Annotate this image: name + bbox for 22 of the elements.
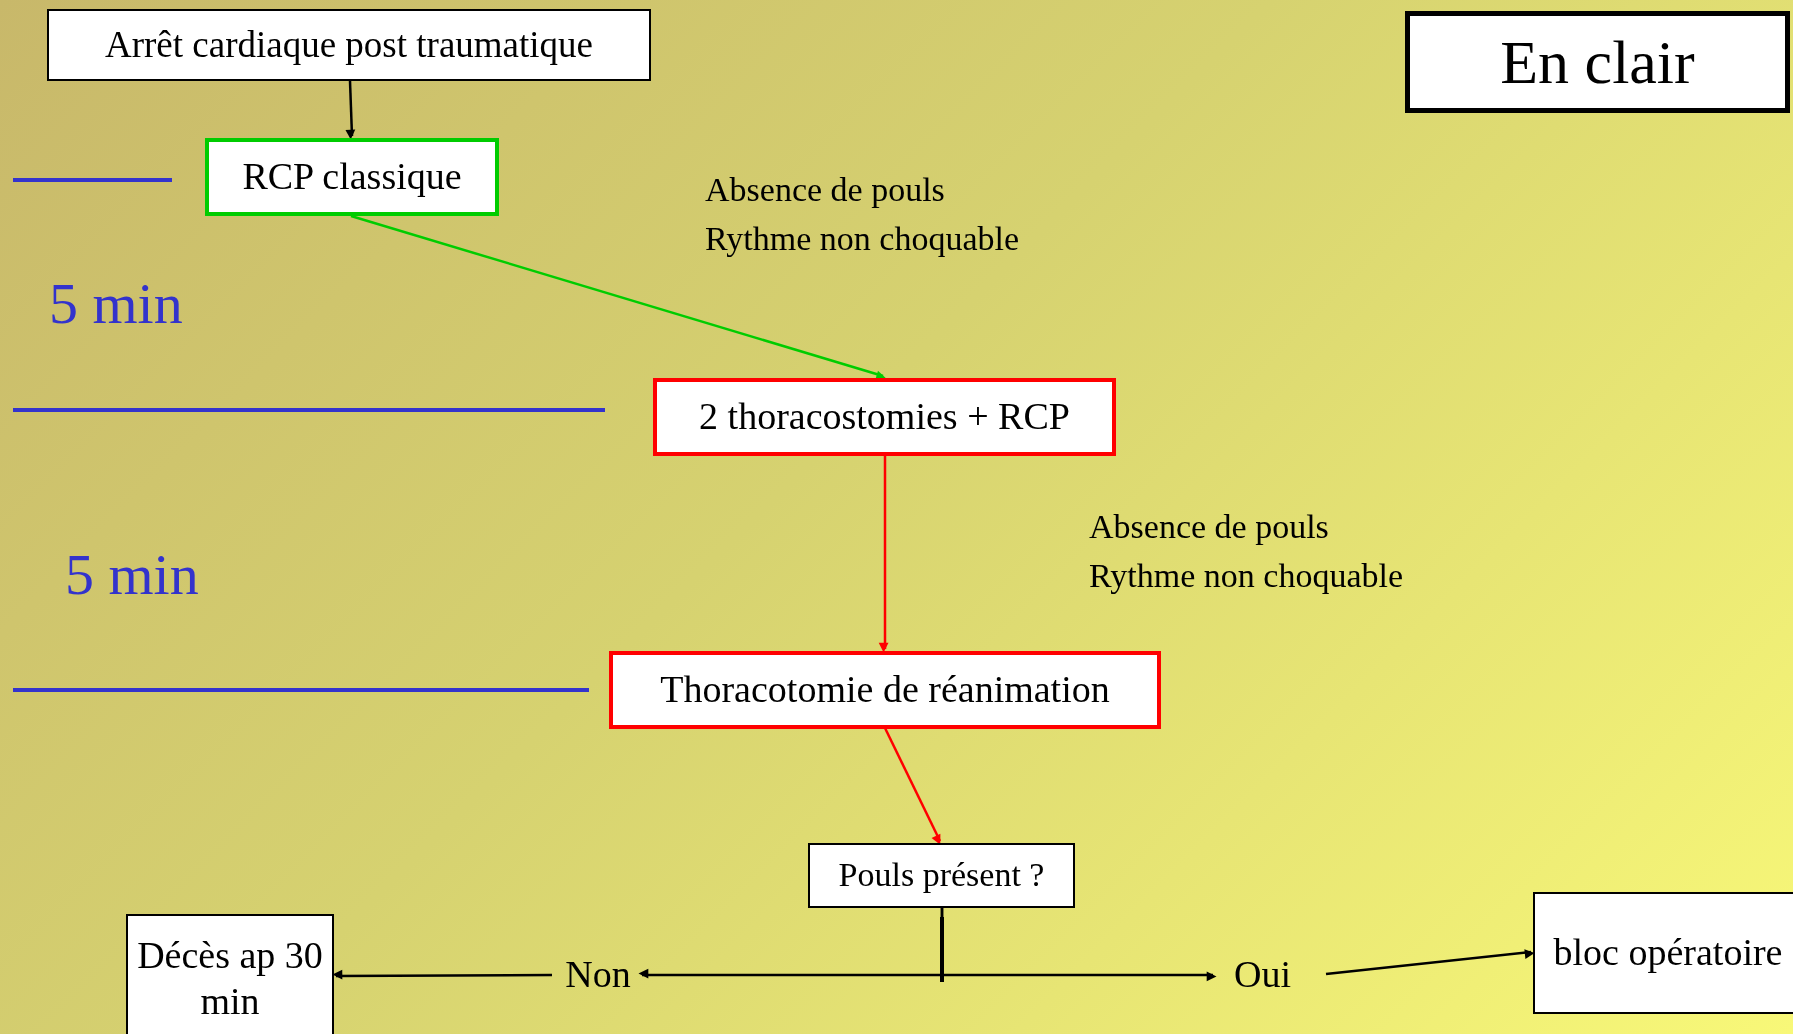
arrow	[883, 727, 942, 845]
duration-label: 5 min	[49, 275, 183, 333]
branch-label: Oui	[1225, 953, 1300, 997]
arrow	[940, 908, 1217, 982]
arrow	[350, 214, 886, 381]
condition-note: Rythme non choquable	[705, 222, 1020, 256]
arrow	[345, 80, 356, 140]
process-box: Arrêt cardiaque post traumatique	[47, 9, 651, 81]
process-box: Décès ap 30 min	[126, 914, 334, 1034]
arrow	[1325, 949, 1535, 976]
process-box: En clair	[1405, 11, 1790, 113]
branch-label: Non	[556, 953, 640, 997]
process-box: Thoracotomie de réanimation	[609, 651, 1161, 729]
condition-note: Absence de pouls	[1089, 510, 1329, 544]
arrow	[878, 456, 889, 653]
process-box: RCP classique	[205, 138, 499, 216]
duration-label: 5 min	[65, 546, 199, 604]
condition-note: Rythme non choquable	[1089, 559, 1404, 593]
process-box: bloc opératoire	[1533, 892, 1793, 1014]
condition-note: Absence de pouls	[705, 173, 945, 207]
process-box: Pouls présent ?	[808, 843, 1075, 908]
process-box: 2 thoracostomies + RCP	[653, 378, 1116, 456]
